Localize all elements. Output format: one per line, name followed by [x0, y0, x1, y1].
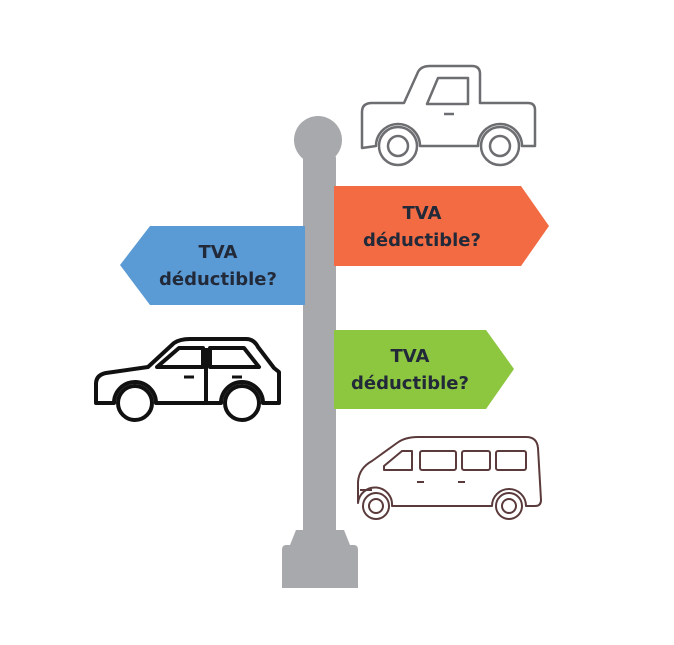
pole-shaft [303, 155, 336, 540]
signpost-pole [282, 116, 358, 588]
sign-green-line1: TVA [391, 346, 430, 367]
pole-base [282, 530, 358, 588]
sign-green-arrow [334, 330, 514, 409]
sign-orange-line1: TVA [403, 203, 442, 224]
minivan-icon [357, 436, 542, 520]
pickup-truck-icon [360, 64, 537, 167]
sign-blue-line2: déductible? [159, 269, 277, 290]
pole-cap [294, 116, 342, 164]
sign-green-right: TVA déductible? [334, 330, 514, 409]
sedan-car-icon [94, 337, 281, 422]
sign-blue-left: TVA déductible? [120, 226, 305, 305]
sign-orange-line2: déductible? [363, 230, 481, 251]
sign-blue-line1: TVA [199, 242, 238, 263]
sign-blue-arrow [120, 226, 305, 305]
sign-orange-arrow [334, 186, 549, 266]
sign-orange-right: TVA déductible? [334, 186, 549, 266]
sign-green-line2: déductible? [351, 373, 469, 394]
